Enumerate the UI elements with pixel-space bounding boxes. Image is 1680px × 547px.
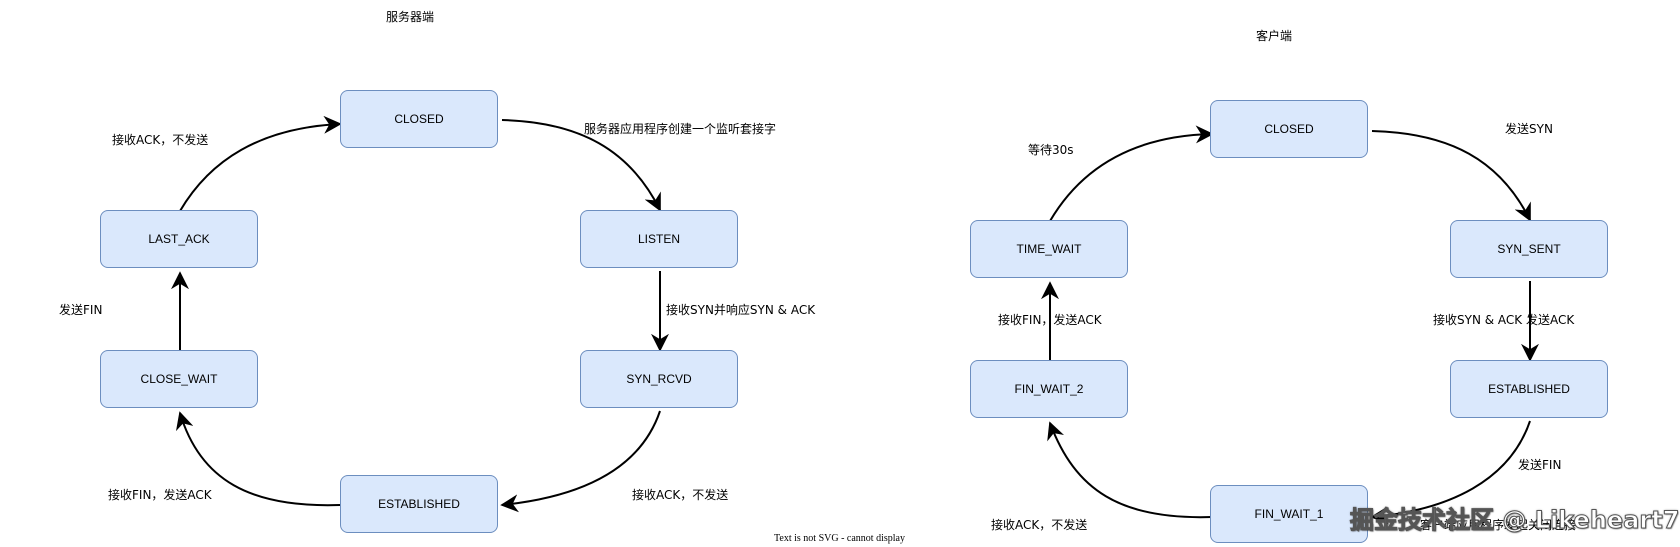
edge-c-closed-synsent [1371,130,1531,222]
client-label-synsent-established: 接收SYN & ACK 发送ACK [1433,313,1575,327]
server-label-lastack-closed: 接收ACK，不发送 [112,133,209,147]
client-state-syn-sent: SYN_SENT [1450,220,1608,278]
server-label-synrcvd-established: 接收ACK，不发送 [632,488,729,502]
edge-established-closewait [176,411,341,507]
edge-c-finwait1-finwait2 [1047,421,1213,519]
svg-fallback-notice: Text is not SVG - cannot display [774,533,905,544]
client-label-finwait2-timewait: 接收FIN，发送ACK [998,313,1102,327]
client-label-finwait1-finwait2: 接收ACK，不发送 [991,518,1088,532]
server-label-listen-synrcvd: 接收SYN并响应SYN & ACK [666,303,816,317]
server-state-established: ESTABLISHED [340,475,498,533]
server-label-closewait-lastack: 发送FIN [59,303,103,317]
server-state-listen: LISTEN [580,210,738,268]
server-title: 服务器端 [386,10,435,24]
client-label-finwait1-note: 客户端应用程序发起关闭连接 [1420,518,1577,532]
server-label-established-closewait: 接收FIN，发送ACK [108,488,212,502]
watermark: 掘金技术社区 @ Likeheart7 [1349,506,1680,535]
edge-closed-listen [501,119,661,212]
client-label-timewait-closed: 等待30s [1028,143,1074,157]
client-state-fin-wait-1: FIN_WAIT_1 [1210,485,1368,543]
server-state-close-wait: CLOSE_WAIT [100,350,258,408]
client-state-fin-wait-2: FIN_WAIT_2 [970,360,1128,418]
client-state-closed: CLOSED [1210,100,1368,158]
server-state-closed: CLOSED [340,90,498,148]
edge-lastack-closed [179,115,342,212]
server-state-last-ack: LAST_ACK [100,210,258,268]
edge-synrcvd-established [500,410,661,513]
server-state-syn-rcvd: SYN_RCVD [580,350,738,408]
edge-c-timewait-closed [1049,125,1214,222]
client-state-time-wait: TIME_WAIT [970,220,1128,278]
client-title: 客户端 [1256,29,1293,43]
client-label-established-finwait1: 发送FIN [1518,458,1562,472]
server-label-closed-listen: 服务器应用程序创建一个监听套接字 [584,122,777,136]
client-label-closed-synsent: 发送SYN [1505,122,1553,136]
client-state-established: ESTABLISHED [1450,360,1608,418]
edge-c-established-finwait1 [1370,420,1531,525]
